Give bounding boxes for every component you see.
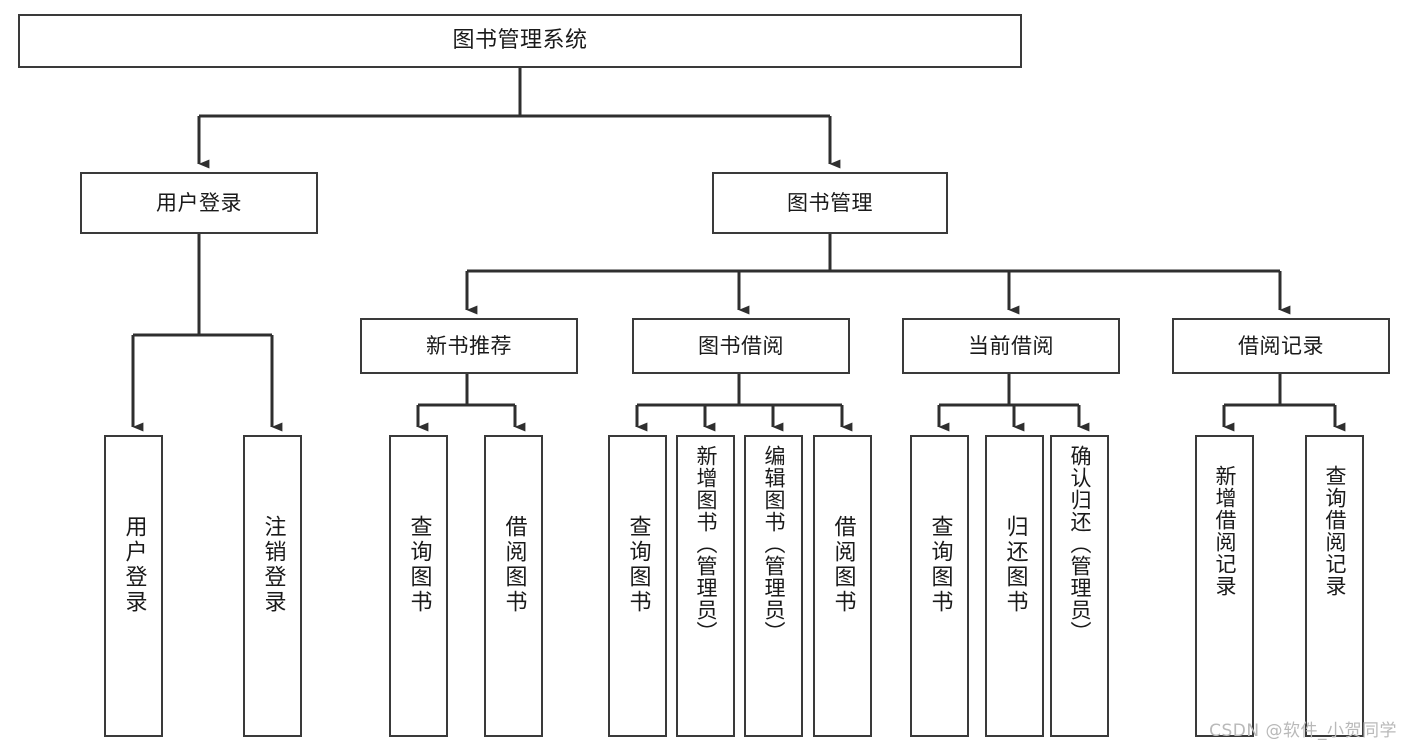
node-label: 确认归还（管理员） <box>1068 445 1092 643</box>
node-leaf-query-book-1[interactable]: 查询图书 <box>389 435 448 737</box>
node-label: 查询借阅记录 <box>1323 465 1347 597</box>
node-leaf-borrow-book-2[interactable]: 借阅图书 <box>813 435 872 737</box>
node-book-manage[interactable]: 图书管理 <box>712 172 948 234</box>
node-leaf-add-borrow-record[interactable]: 新增借阅记录 <box>1195 435 1254 737</box>
node-label: 图书管理 <box>787 190 873 215</box>
node-leaf-query-book-2[interactable]: 查询图书 <box>608 435 667 737</box>
node-leaf-return-book[interactable]: 归还图书 <box>985 435 1044 737</box>
node-label: 查询图书 <box>406 515 432 615</box>
node-book-borrow[interactable]: 图书借阅 <box>632 318 850 374</box>
node-leaf-add-book[interactable]: 新增图书（管理员） <box>676 435 735 737</box>
node-user-login[interactable]: 用户登录 <box>80 172 318 234</box>
node-label: 借阅图书 <box>501 515 527 615</box>
node-leaf-query-book-3[interactable]: 查询图书 <box>910 435 969 737</box>
node-borrow-record[interactable]: 借阅记录 <box>1172 318 1390 374</box>
node-label: 图书管理系统 <box>452 28 588 54</box>
node-label: 当前借阅 <box>968 333 1054 358</box>
node-label: 新书推荐 <box>426 333 512 358</box>
node-label: 图书借阅 <box>698 333 784 358</box>
node-label: 借阅图书 <box>830 515 856 615</box>
node-label: 编辑图书（管理员） <box>762 445 786 643</box>
node-label: 注销登录 <box>260 515 286 615</box>
node-leaf-edit-book[interactable]: 编辑图书（管理员） <box>744 435 803 737</box>
node-label: 归还图书 <box>1002 515 1028 615</box>
node-leaf-query-borrow-record[interactable]: 查询借阅记录 <box>1305 435 1364 737</box>
node-label: 查询图书 <box>927 515 953 615</box>
node-new-book-recommend[interactable]: 新书推荐 <box>360 318 578 374</box>
node-leaf-user-login[interactable]: 用户登录 <box>104 435 163 737</box>
node-label: 新增图书（管理员） <box>694 445 718 643</box>
node-label: 借阅记录 <box>1238 333 1324 358</box>
node-label: 用户登录 <box>156 190 242 215</box>
node-leaf-logout[interactable]: 注销登录 <box>243 435 302 737</box>
node-label: 新增借阅记录 <box>1213 465 1237 597</box>
node-root-system[interactable]: 图书管理系统 <box>18 14 1022 68</box>
node-leaf-borrow-book-1[interactable]: 借阅图书 <box>484 435 543 737</box>
node-label: 用户登录 <box>121 515 147 615</box>
node-leaf-confirm-return[interactable]: 确认归还（管理员） <box>1050 435 1109 737</box>
node-current-borrow[interactable]: 当前借阅 <box>902 318 1120 374</box>
node-label: 查询图书 <box>625 515 651 615</box>
